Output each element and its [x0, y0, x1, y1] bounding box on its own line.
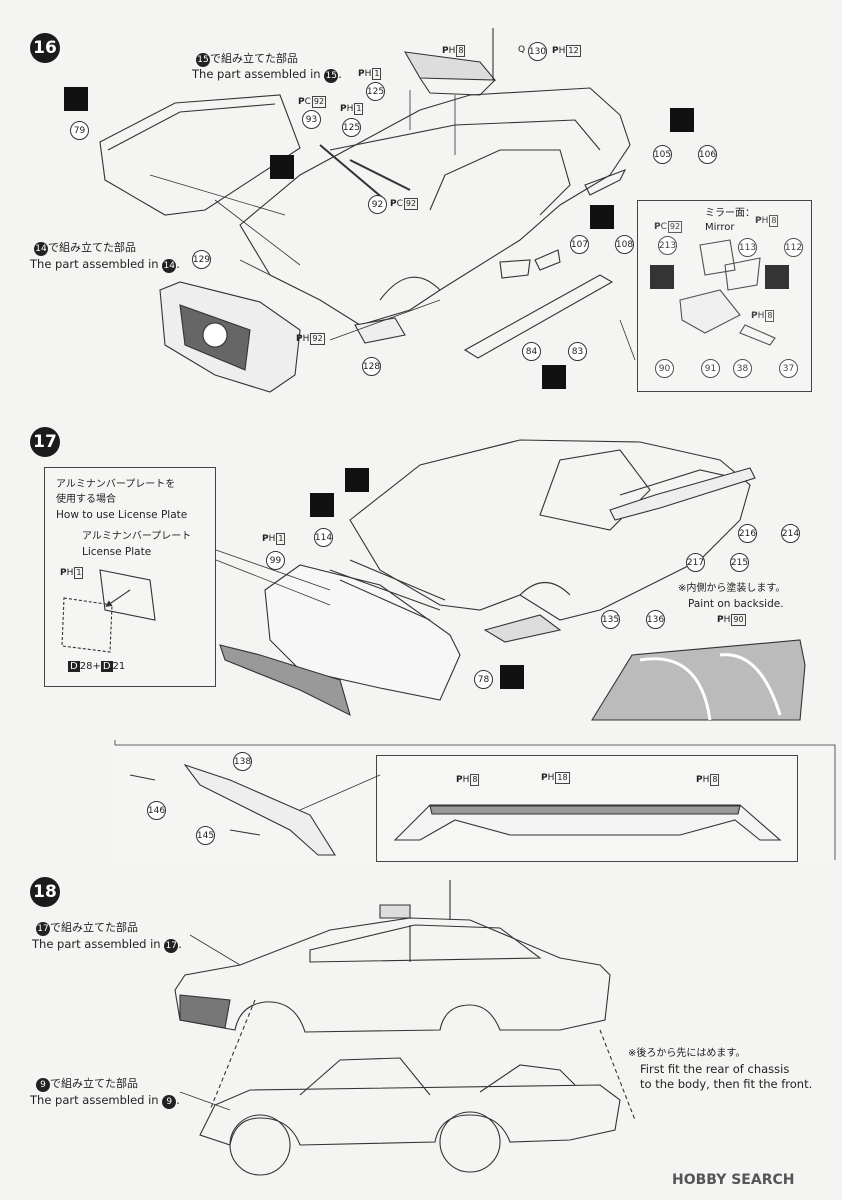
part-83: 83	[568, 342, 587, 361]
part-217: 217	[686, 553, 705, 572]
part-136: 136	[646, 610, 665, 629]
part-91: 91	[701, 359, 720, 378]
part-129: 129	[192, 250, 211, 269]
ref15-en: The part assembled in 15.	[192, 67, 342, 83]
ref17-en: The part assembled in 17.	[32, 937, 182, 953]
part-215: 215	[730, 553, 749, 572]
paint-icon	[765, 265, 789, 289]
part-114: 114	[314, 528, 333, 547]
part-125a: 125	[366, 82, 385, 101]
part-84: 84	[522, 342, 541, 361]
part-128: 128	[362, 357, 381, 376]
step-16-badge: 16	[30, 33, 60, 63]
paint-note-en: Paint on backside.	[688, 598, 784, 610]
part-107: 107	[570, 235, 589, 254]
part-108: 108	[615, 235, 634, 254]
plate-en: How to use License Plate	[56, 509, 188, 521]
part-78: 78	[474, 670, 493, 689]
ref17-jp: 17で組み立てた部品	[36, 921, 138, 936]
part-113: 113	[738, 238, 757, 257]
fit-note-en2: to the body, then fit the front.	[640, 1077, 813, 1091]
ref15-jp: 15で組み立てた部品	[196, 52, 298, 67]
part-93: 93	[302, 110, 321, 129]
mirror-en: Mirror	[705, 222, 735, 233]
part-106: 106	[698, 145, 717, 164]
spoiler-drawing	[114, 740, 836, 860]
ref14-jp: 14で組み立てた部品	[34, 241, 136, 256]
part-90: 90	[655, 359, 674, 378]
part-216: 216	[738, 524, 757, 543]
part-79: 79	[70, 121, 89, 140]
paint-icon	[670, 108, 694, 132]
mirror-jp: ミラー面：	[705, 208, 755, 219]
step18-drawing	[174, 880, 636, 1176]
step-18-badge: 18	[30, 877, 60, 907]
part-112: 112	[784, 238, 803, 257]
part-92: 92	[368, 195, 387, 214]
part-130: 130	[528, 42, 547, 61]
part-125b: 125	[342, 118, 361, 137]
ref9-en: The part assembled in 9.	[30, 1093, 180, 1109]
part-213: 213	[658, 236, 677, 255]
paint-icon	[270, 155, 294, 179]
plate-jp2: 使用する場合	[56, 494, 116, 505]
cement-icon	[542, 365, 566, 389]
fit-note-jp: ※後ろから先にはめます。	[628, 1048, 746, 1059]
part-146: 146	[147, 801, 166, 820]
part-38: 38	[733, 359, 752, 378]
watermark-logo: HOBBY SEARCH	[672, 1172, 795, 1188]
mirror-panel	[637, 200, 812, 392]
cement-icon	[500, 665, 524, 689]
part-138: 138	[233, 752, 252, 771]
cement-icon	[650, 265, 674, 289]
part-145: 145	[196, 826, 215, 845]
fit-note-en1: First fit the rear of chassis	[640, 1062, 790, 1076]
paint-icon	[345, 468, 369, 492]
ref14-en: The part assembled in 14.	[30, 257, 180, 273]
paint-note-jp: ※内側から塗装します。	[678, 583, 786, 594]
plate-jp1: アルミナンバープレートを	[56, 479, 176, 490]
plate-sub-en: License Plate	[82, 546, 152, 558]
step-17-badge: 17	[30, 427, 60, 457]
step17-drawing	[61, 439, 806, 721]
paint-icon	[310, 493, 334, 517]
license-plate-panel	[44, 467, 216, 687]
cement-icon	[64, 87, 88, 111]
code-q: Q	[518, 45, 526, 55]
part-214: 214	[781, 524, 800, 543]
part-37: 37	[779, 359, 798, 378]
part-99: 99	[266, 551, 285, 570]
part-105: 105	[653, 145, 672, 164]
plate-sub-jp: アルミナンバープレート	[82, 531, 192, 542]
part-135: 135	[601, 610, 620, 629]
step16-car-drawing	[99, 28, 776, 393]
paint-icon	[590, 205, 614, 229]
